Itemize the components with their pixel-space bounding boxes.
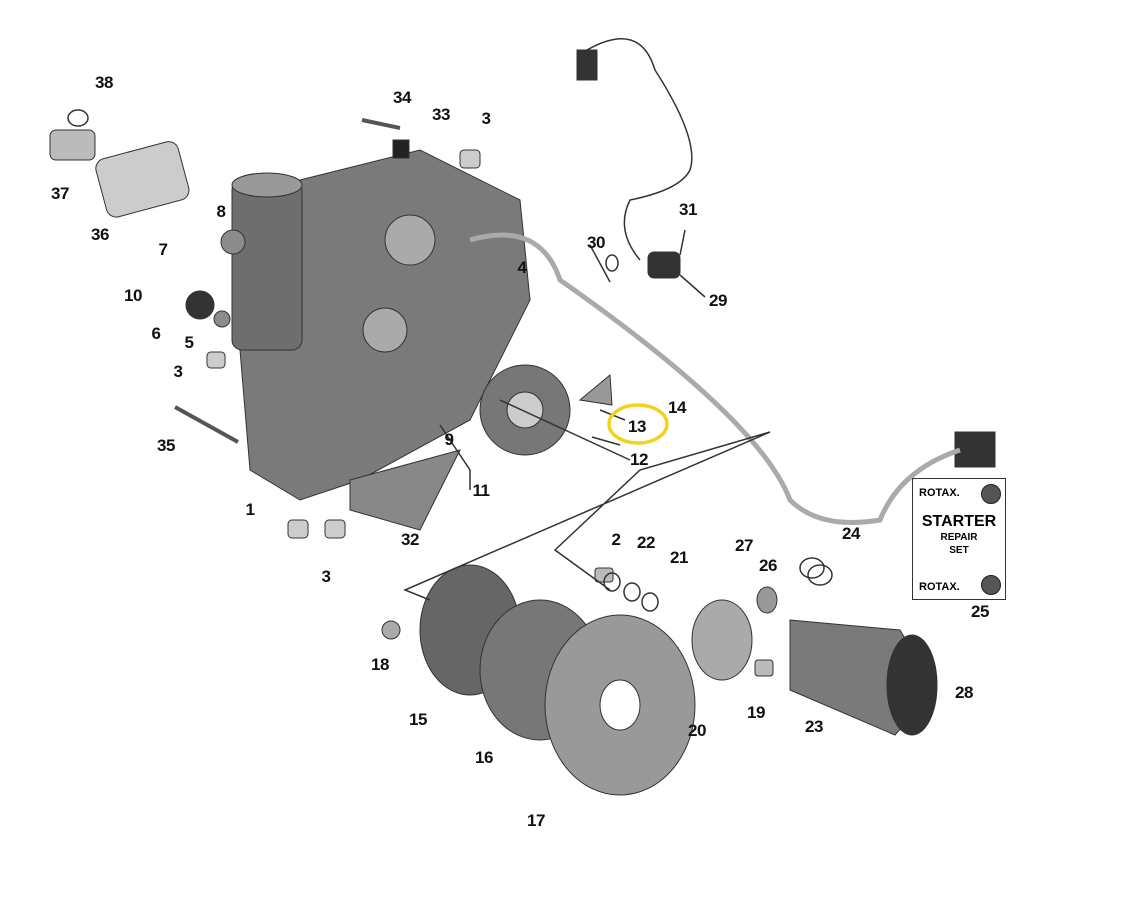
harness-wire bbox=[469, 232, 961, 525]
highlight-circle bbox=[607, 403, 669, 445]
sensor-leader-lines bbox=[589, 229, 706, 298]
gear-26 bbox=[756, 586, 778, 614]
card-line-repair: REPAIR bbox=[940, 532, 978, 543]
bushing-19 bbox=[754, 659, 774, 677]
callout-12[interactable]: 12 bbox=[630, 450, 648, 469]
callout-18[interactable]: 18 bbox=[371, 655, 389, 674]
callout-30[interactable]: 30 bbox=[587, 233, 605, 252]
callout-4[interactable]: 4 bbox=[517, 258, 527, 277]
callout-8[interactable]: 8 bbox=[216, 202, 226, 221]
callout-3[interactable]: 3 bbox=[481, 109, 491, 128]
washer-21-b bbox=[641, 592, 659, 612]
washer-22 bbox=[603, 572, 621, 592]
crankcase-tube-opening bbox=[231, 172, 303, 198]
crankcase-tube bbox=[231, 179, 303, 351]
o-ring-24-b bbox=[807, 564, 833, 586]
gasket bbox=[349, 449, 461, 531]
callout-10[interactable]: 10 bbox=[124, 286, 142, 305]
assembly-leader-lines bbox=[403, 431, 771, 601]
callout-31[interactable]: 31 bbox=[679, 200, 697, 219]
card-title: STARTER bbox=[921, 513, 997, 530]
starter-motor-end-cap bbox=[886, 634, 938, 736]
plug-3-bottom-left bbox=[287, 519, 309, 539]
part-37 bbox=[49, 129, 96, 161]
callout-32[interactable]: 32 bbox=[401, 530, 419, 549]
callout-9[interactable]: 9 bbox=[444, 430, 454, 449]
plug-3-top bbox=[459, 149, 481, 169]
callout-34[interactable]: 34 bbox=[393, 88, 411, 107]
callout-16[interactable]: 16 bbox=[475, 748, 493, 767]
card-line-set: SET bbox=[949, 545, 969, 556]
callout-24[interactable]: 24 bbox=[842, 524, 860, 543]
callout-23[interactable]: 23 bbox=[805, 717, 823, 736]
callout-3[interactable]: 3 bbox=[173, 362, 183, 381]
callout-20[interactable]: 20 bbox=[688, 721, 706, 740]
callout-38[interactable]: 38 bbox=[95, 73, 113, 92]
ring-gear-hub bbox=[599, 679, 641, 731]
callout-17[interactable]: 17 bbox=[527, 811, 545, 830]
callout-21[interactable]: 21 bbox=[670, 548, 688, 567]
plug-3-left bbox=[206, 351, 226, 369]
bolt-34 bbox=[361, 118, 401, 130]
washer-21-a bbox=[623, 582, 641, 602]
callout-35[interactable]: 35 bbox=[157, 436, 175, 455]
sensor-29 bbox=[647, 251, 681, 279]
fitting-33 bbox=[392, 139, 410, 159]
starter-repair-set-card: ROTAX. STARTER REPAIR SET ROTAX. bbox=[912, 478, 1006, 600]
callout-11[interactable]: 11 bbox=[472, 481, 490, 500]
callout-14[interactable]: 14 bbox=[668, 398, 686, 417]
callout-26[interactable]: 26 bbox=[759, 556, 777, 575]
bearing-8 bbox=[220, 229, 246, 255]
brp-seal-icon bbox=[981, 575, 1001, 595]
o-ring-30 bbox=[605, 254, 619, 272]
bolt-18 bbox=[381, 620, 401, 640]
crankcase-boss-lower bbox=[362, 307, 408, 353]
callout-3[interactable]: 3 bbox=[321, 567, 331, 586]
ring-5 bbox=[213, 310, 231, 328]
bracket-13 bbox=[578, 373, 613, 406]
o-ring-24-a bbox=[799, 557, 825, 579]
part-36 bbox=[95, 141, 190, 218]
callout-29[interactable]: 29 bbox=[709, 291, 727, 310]
brp-seal-icon bbox=[981, 484, 1001, 504]
rotax-logo: ROTAX. bbox=[919, 487, 960, 499]
callout-36[interactable]: 36 bbox=[91, 225, 109, 244]
callout-27[interactable]: 27 bbox=[735, 536, 753, 555]
seal-6 bbox=[185, 290, 215, 320]
callout-22[interactable]: 22 bbox=[637, 533, 655, 552]
harness-connector bbox=[954, 431, 996, 468]
sensor-wire bbox=[586, 38, 693, 261]
rotax-logo: ROTAX. bbox=[919, 581, 960, 593]
crankcase-boss-upper bbox=[384, 214, 436, 266]
callout-1[interactable]: 1 bbox=[245, 500, 255, 519]
stator-hub bbox=[506, 391, 544, 429]
o-ring-38 bbox=[67, 109, 89, 127]
callout-5[interactable]: 5 bbox=[184, 333, 194, 352]
callout-28[interactable]: 28 bbox=[955, 683, 973, 702]
callout-19[interactable]: 19 bbox=[747, 703, 765, 722]
callout-6[interactable]: 6 bbox=[151, 324, 161, 343]
gear-20 bbox=[691, 599, 753, 681]
plug-3-bottom-right bbox=[324, 519, 346, 539]
callout-7[interactable]: 7 bbox=[158, 240, 168, 259]
callout-37[interactable]: 37 bbox=[51, 184, 69, 203]
bolt-35 bbox=[174, 405, 239, 444]
callout-13[interactable]: 13 bbox=[628, 417, 646, 436]
callout-33[interactable]: 33 bbox=[432, 105, 450, 124]
callout-25[interactable]: 25 bbox=[971, 602, 989, 621]
callout-15[interactable]: 15 bbox=[409, 710, 427, 729]
callout-2[interactable]: 2 bbox=[611, 530, 621, 549]
sensor-connector bbox=[576, 49, 598, 81]
